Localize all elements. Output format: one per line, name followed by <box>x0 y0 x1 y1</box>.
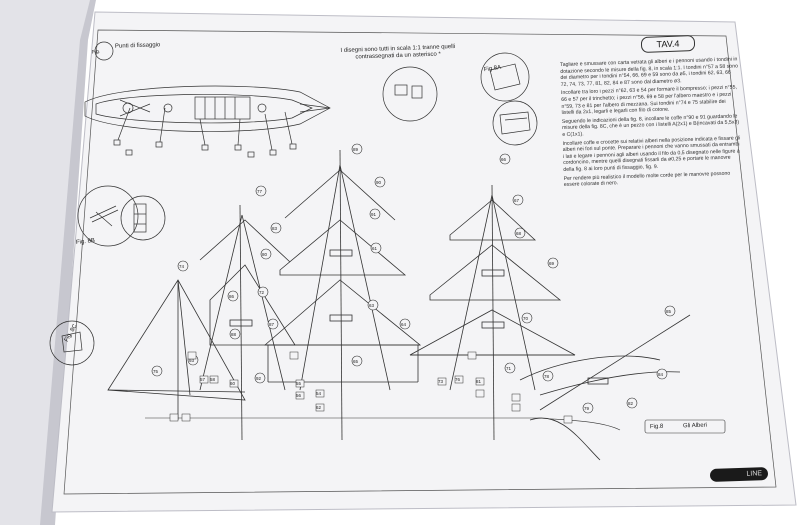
callout-number: 58 <box>210 377 216 382</box>
callout-number: 82 <box>628 401 634 406</box>
callout-number: 67 <box>514 198 520 203</box>
instruction-paragraph: Incollare tra loro i pezzi n°62, 63 e 54… <box>560 84 738 117</box>
fig-detail-label: Fig. <box>91 48 101 56</box>
under-page <box>0 0 90 525</box>
callout-number: 87 <box>269 322 275 327</box>
instruction-paragraph: Incollare coffe e crocette sui relativi … <box>562 134 741 173</box>
masts-label: Gli Alberi <box>682 422 708 430</box>
assembly-instructions: Tagliare e smussare con carta vetrata gl… <box>560 56 742 190</box>
brand-badge: LINE <box>709 466 769 483</box>
callout-number: 83 <box>272 226 278 231</box>
callout-number: 89 <box>353 147 359 152</box>
callout-number: 80 <box>262 252 268 257</box>
figure-label-boxes <box>644 419 726 434</box>
callout-number: 76 <box>455 377 461 382</box>
callout-number: 64 <box>401 322 407 327</box>
callout-number: 60 <box>230 381 236 386</box>
callout-number: 55 <box>296 381 302 386</box>
plate-border <box>63 29 777 495</box>
fig8-label: Fig.8 <box>649 423 664 431</box>
callout-number: 69 <box>549 261 555 266</box>
callout-number: 74 <box>179 264 185 269</box>
callout-number: 88 <box>231 332 237 337</box>
callout-number: 56 <box>296 393 302 398</box>
callout-number: 92 <box>256 376 262 381</box>
callout-boxes <box>169 351 573 424</box>
callout-number: 72 <box>259 290 265 295</box>
masts-and-sails-drawing <box>107 149 691 461</box>
callout-number: 73 <box>438 379 444 384</box>
callout-number: 84 <box>658 372 664 377</box>
callout-number: 77 <box>257 189 263 194</box>
instruction-paragraph: Tagliare e smussare con carta vetrata gl… <box>560 56 739 88</box>
callout-number: 91 <box>371 212 377 217</box>
callout-number: 57 <box>200 377 206 382</box>
callout-number: 79 <box>584 406 590 411</box>
callout-number: 70 <box>523 316 529 321</box>
callout-number: 86 <box>229 294 235 299</box>
callout-number: 61 <box>372 246 378 251</box>
callout-number: 71 <box>506 366 512 371</box>
instruction-paragraph: Seguendo le indicazioni della fig. 8, in… <box>561 113 740 138</box>
callout-number: 85 <box>666 309 672 314</box>
detail-circles <box>49 41 538 366</box>
instruction-paragraph: Per rendere più realistico il modello mo… <box>563 170 731 189</box>
callout-number: 66 <box>501 157 507 162</box>
callout-markers <box>151 143 676 414</box>
plate-number: TAV.4 <box>640 35 696 53</box>
callout-number: 62 <box>316 405 322 410</box>
callout-number: 81 <box>476 379 482 384</box>
callout-number: 54 <box>316 391 322 396</box>
callout-number: 63 <box>369 303 375 308</box>
callout-number: 78 <box>544 374 550 379</box>
callout-number: 93 <box>189 358 195 363</box>
deck-plan-drawing <box>84 85 331 158</box>
callout-number: 65 <box>353 359 359 364</box>
callout-number: 75 <box>153 369 159 374</box>
callout-number: 90 <box>376 180 382 185</box>
callout-number: 68 <box>516 231 522 236</box>
